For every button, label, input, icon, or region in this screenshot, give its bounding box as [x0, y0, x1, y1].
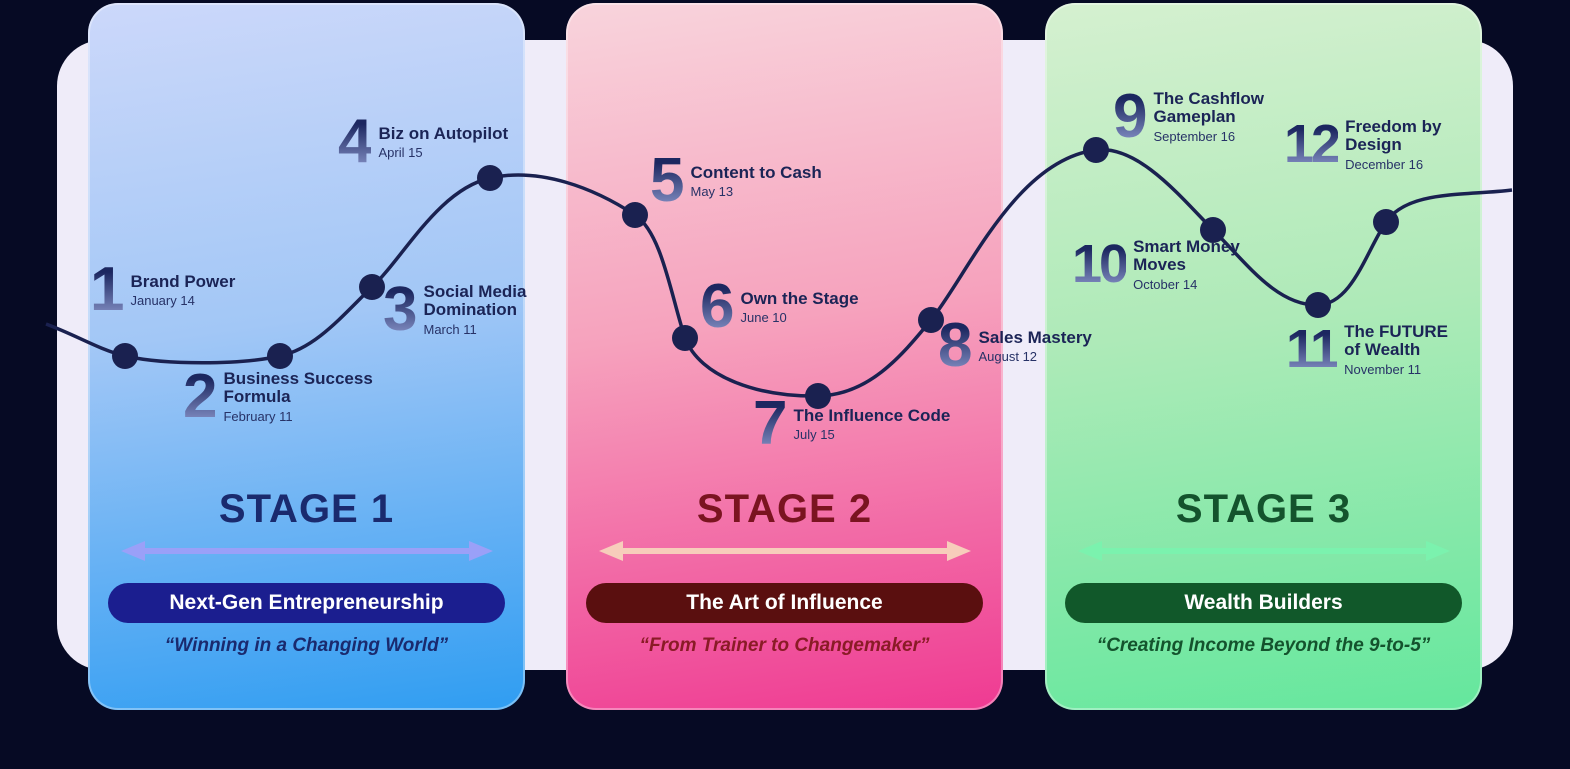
- milestone-9-text: The Cashflow Gameplan September 16: [1153, 89, 1264, 144]
- milestone-11: 11 The FUTURE of Wealth November 11: [1286, 318, 1448, 379]
- milestone-4: 4 Biz on Autopilot April 15: [338, 107, 509, 176]
- milestone-8: 8 Sales Mastery August 12: [938, 311, 1092, 380]
- milestone-node-3: [359, 274, 385, 300]
- milestone-10-date: October 14: [1133, 276, 1198, 292]
- milestone-11-date: November 11: [1344, 361, 1422, 377]
- milestone-node-11: [1305, 292, 1331, 318]
- milestone-11-text: The FUTURE of Wealth November 11: [1344, 322, 1448, 377]
- milestone-12-title: Freedom by Design: [1345, 117, 1442, 155]
- stage-2-range-arrow: [598, 541, 971, 561]
- timeline-path: [45, 148, 1513, 398]
- milestone-12-date: December 16: [1345, 156, 1424, 172]
- milestone-9: 9 The Cashflow Gameplan September 16: [1113, 81, 1264, 151]
- milestone-9-number: 9: [1113, 81, 1147, 151]
- milestone-12: 12 Freedom by Design December 16: [1284, 113, 1442, 174]
- milestone-node-10: [1200, 217, 1226, 243]
- milestone-3: 3 Social Media Domination March 11: [383, 274, 527, 344]
- milestone-node-12: [1373, 209, 1399, 235]
- milestone-2-title: Business Success Formula: [223, 369, 373, 407]
- stage-3-title: STAGE 3: [1175, 487, 1352, 531]
- milestone-node-6: [672, 325, 698, 351]
- milestone-1-title: Brand Power: [130, 271, 236, 291]
- milestone-10-text: Smart Money Moves October 14: [1133, 237, 1240, 292]
- milestone-node-9: [1083, 137, 1109, 163]
- milestone-10: 10 Smart Money Moves October 14: [1072, 233, 1240, 294]
- milestone-7-date: July 15: [793, 427, 835, 443]
- stage-2-title: STAGE 2: [696, 487, 873, 531]
- milestone-8-number: 8: [938, 311, 972, 380]
- milestone-7-title: The Influence Code: [793, 405, 951, 425]
- milestone-7-number: 7: [753, 389, 787, 458]
- milestone-5: 5 Content to Cash May 13: [650, 146, 822, 215]
- milestone-4-text: Biz on Autopilot April 15: [378, 123, 509, 161]
- stage-3-quote: “Creating Income Beyond the 9-to-5”: [1096, 635, 1431, 656]
- milestone-12-text: Freedom by Design December 16: [1345, 117, 1442, 172]
- stage-2-footer: STAGE 2 The Art of Influence “From Train…: [586, 486, 983, 657]
- milestone-6-number: 6: [700, 272, 734, 341]
- milestone-9-title: The Cashflow Gameplan: [1153, 89, 1264, 127]
- milestone-2-text: Business Success Formula February 11: [223, 369, 373, 424]
- milestone-5-text: Content to Cash May 13: [690, 162, 822, 200]
- milestone-4-title: Biz on Autopilot: [378, 123, 509, 143]
- milestone-node-4: [477, 165, 503, 191]
- milestone-6-title: Own the Stage: [740, 288, 859, 308]
- milestone-7: 7 The Influence Code July 15: [753, 389, 951, 458]
- milestone-8-text: Sales Mastery August 12: [978, 327, 1092, 365]
- stage-1-pill: Next-Gen Entrepreneurship: [108, 583, 505, 623]
- milestone-5-date: May 13: [690, 184, 734, 200]
- milestone-5-number: 5: [650, 146, 684, 215]
- milestone-3-date: March 11: [423, 321, 477, 337]
- stage-1-range-arrow: [120, 541, 493, 561]
- stage-3-range-arrow: [1077, 541, 1450, 561]
- milestone-1-number: 1: [90, 255, 124, 324]
- milestone-4-number: 4: [338, 107, 372, 176]
- stage-3-pill: Wealth Builders: [1065, 583, 1462, 623]
- milestone-12-number: 12: [1284, 113, 1341, 174]
- milestone-3-number: 3: [383, 274, 417, 344]
- milestone-5-title: Content to Cash: [690, 162, 822, 182]
- milestone-9-date: September 16: [1153, 128, 1236, 144]
- milestone-node-5: [622, 202, 648, 228]
- milestone-3-title: Social Media Domination: [423, 282, 527, 320]
- stage-1-footer: STAGE 1 Next-Gen Entrepreneurship “Winni…: [108, 486, 505, 657]
- milestone-2-number: 2: [183, 361, 217, 431]
- milestone-node-1: [112, 343, 138, 369]
- milestone-1-date: January 14: [130, 293, 195, 309]
- milestone-node-7: [805, 383, 831, 409]
- milestone-6-date: June 10: [740, 310, 787, 326]
- milestone-2-date: February 11: [223, 408, 293, 424]
- milestone-4-date: April 15: [378, 145, 423, 161]
- milestone-8-title: Sales Mastery: [978, 327, 1092, 347]
- milestone-10-title: Smart Money Moves: [1133, 237, 1240, 275]
- milestone-7-text: The Influence Code July 15: [793, 405, 951, 443]
- milestone-1: 1 Brand Power January 14: [90, 255, 236, 324]
- milestone-1-text: Brand Power January 14: [130, 271, 236, 309]
- milestone-8-date: August 12: [978, 349, 1038, 365]
- milestone-3-text: Social Media Domination March 11: [423, 282, 527, 337]
- milestone-6-text: Own the Stage June 10: [740, 288, 859, 326]
- milestone-node-2: [267, 343, 293, 369]
- milestone-11-number: 11: [1286, 318, 1340, 379]
- stage-1-title: STAGE 1: [218, 487, 395, 531]
- milestone-6: 6 Own the Stage June 10: [700, 272, 859, 341]
- milestone-11-title: The FUTURE of Wealth: [1344, 322, 1448, 360]
- stage-3-footer: STAGE 3 Wealth Builders “Creating Income…: [1065, 486, 1462, 657]
- stage-2-quote: “From Trainer to Changemaker”: [639, 635, 930, 656]
- stage-1-quote: “Winning in a Changing World”: [164, 635, 449, 656]
- stage-2-pill: The Art of Influence: [586, 583, 983, 623]
- milestone-node-8: [918, 307, 944, 333]
- milestone-2: 2 Business Success Formula February 11: [183, 361, 373, 431]
- milestone-10-number: 10: [1072, 233, 1129, 294]
